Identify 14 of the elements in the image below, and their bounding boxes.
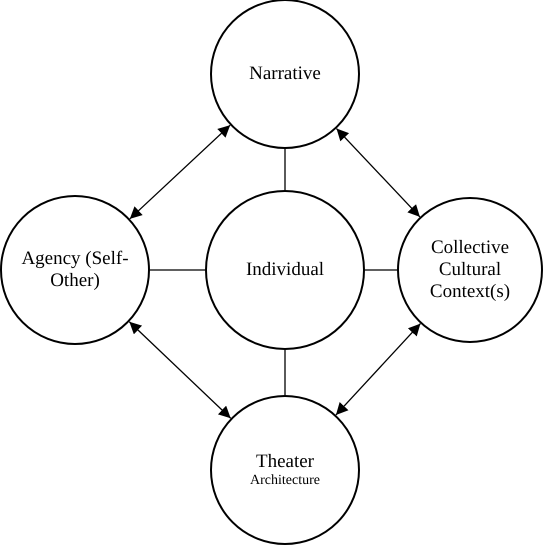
node-label: Collective Cultural Context(s) (428, 237, 512, 303)
connector-line (284, 149, 286, 190)
node-label: Theater (256, 451, 314, 473)
connector-line (284, 350, 286, 395)
node-label: Narrative (249, 63, 321, 85)
node-subtitle: Architecture (250, 472, 320, 489)
double-arrow (128, 321, 232, 419)
double-arrow (335, 323, 421, 416)
node-label: Agency (Self-Other) (20, 248, 130, 292)
double-arrow (336, 128, 420, 218)
connector-line (365, 269, 397, 271)
connector-line (150, 269, 205, 271)
node-label: Individual (246, 259, 324, 281)
double-arrow (129, 124, 231, 220)
